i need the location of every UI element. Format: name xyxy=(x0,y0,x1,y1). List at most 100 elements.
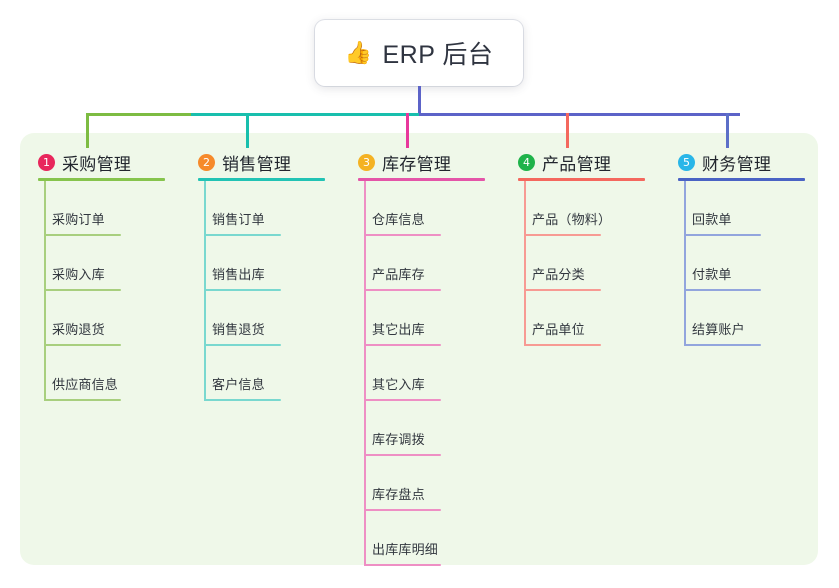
leaf-rule xyxy=(364,234,441,236)
column-badge-procurement: 1 xyxy=(38,153,55,171)
leaf-item[interactable]: 产品分类 xyxy=(500,236,660,291)
leaf-label: 其它出库 xyxy=(372,322,425,337)
column-rule-inventory xyxy=(358,178,485,181)
drop-connector-product xyxy=(566,113,569,148)
column-product: 4 产品管理产品（物料） 产品分类产品单位 xyxy=(500,143,660,346)
root-title: ERP 后台 xyxy=(382,41,494,69)
leaf-rule xyxy=(364,289,441,291)
leaf-item[interactable]: 销售订单 xyxy=(180,181,340,236)
column-spine-product xyxy=(524,181,526,346)
leaf-label: 付款单 xyxy=(692,267,732,282)
leaf-rule xyxy=(364,454,441,456)
leaf-item[interactable]: 仓库信息 xyxy=(340,181,500,236)
leaf-item[interactable]: 结算账户 xyxy=(660,291,820,346)
column-badge-sales: 2 xyxy=(198,153,215,171)
column-header-procurement[interactable]: 1 采购管理 xyxy=(20,143,180,181)
leaf-rule xyxy=(364,399,441,401)
leaf-label: 回款单 xyxy=(692,212,732,227)
leaf-label: 库存调拨 xyxy=(372,432,425,447)
leaf-rule xyxy=(44,234,121,236)
leaf-item[interactable]: 销售退货 xyxy=(180,291,340,346)
leaf-item[interactable]: 付款单 xyxy=(660,236,820,291)
leaf-list-product: 产品（物料） 产品分类产品单位 xyxy=(500,181,660,346)
leaf-item[interactable]: 采购订单 xyxy=(20,181,180,236)
leaf-item[interactable]: 销售出库 xyxy=(180,236,340,291)
leaf-item[interactable]: 产品单位 xyxy=(500,291,660,346)
column-rule-procurement xyxy=(38,178,165,181)
leaf-item[interactable]: 客户信息 xyxy=(180,346,340,401)
leaf-list-finance: 回款单付款单结算账户 xyxy=(660,181,820,346)
column-rule-sales xyxy=(198,178,325,181)
leaf-item[interactable]: 产品（物料） xyxy=(500,181,660,236)
leaf-label: 销售出库 xyxy=(212,267,265,282)
leaf-rule xyxy=(684,234,761,236)
column-procurement: 1 采购管理采购订单采购入库采购退货供应商信息 xyxy=(20,143,180,401)
column-spine-finance xyxy=(684,181,686,346)
leaf-rule xyxy=(364,344,441,346)
leaf-list-inventory: 仓库信息产品库存其它出库其它入库库存调拨库存盘点出库库明细 xyxy=(340,181,500,566)
leaf-rule xyxy=(44,289,121,291)
column-badge-product: 4 xyxy=(518,153,535,171)
leaf-item[interactable]: 采购入库 xyxy=(20,236,180,291)
leaf-rule xyxy=(524,289,601,291)
leaf-item[interactable]: 采购退货 xyxy=(20,291,180,346)
drop-connector-procurement xyxy=(86,113,89,148)
leaf-label: 客户信息 xyxy=(212,377,265,392)
leaf-label: 销售退货 xyxy=(212,322,265,337)
leaf-label: 其它入库 xyxy=(372,377,425,392)
column-badge-finance: 5 xyxy=(678,153,695,171)
leaf-item[interactable]: 产品库存 xyxy=(340,236,500,291)
leaf-list-procurement: 采购订单采购入库采购退货供应商信息 xyxy=(20,181,180,401)
bus-segment-green xyxy=(86,113,191,116)
column-spine-sales xyxy=(204,181,206,401)
leaf-rule xyxy=(684,344,761,346)
leaf-item[interactable]: 库存调拨 xyxy=(340,401,500,456)
leaf-list-sales: 销售订单销售出库销售退货客户信息 xyxy=(180,181,340,401)
column-rule-finance xyxy=(678,178,805,181)
leaf-item[interactable]: 回款单 xyxy=(660,181,820,236)
leaf-label: 产品分类 xyxy=(532,267,585,282)
drop-connector-finance xyxy=(726,113,729,148)
column-title-product: 产品管理 xyxy=(542,154,612,174)
leaf-label: 结算账户 xyxy=(692,322,745,337)
leaf-rule xyxy=(204,289,281,291)
leaf-label: 供应商信息 xyxy=(52,377,119,392)
leaf-rule xyxy=(524,234,601,236)
drop-connector-inventory xyxy=(406,113,409,148)
column-rule-product xyxy=(518,178,645,181)
leaf-item[interactable]: 库存盘点 xyxy=(340,456,500,511)
drop-connector-sales xyxy=(246,113,249,148)
leaf-item[interactable]: 其它出库 xyxy=(340,291,500,346)
leaf-label: 出库库明细 xyxy=(372,542,439,557)
leaf-rule xyxy=(204,234,281,236)
leaf-label: 仓库信息 xyxy=(372,212,425,227)
leaf-rule xyxy=(44,399,121,401)
leaf-item[interactable]: 出库库明细 xyxy=(340,511,500,566)
column-spine-procurement xyxy=(44,181,46,401)
column-header-product[interactable]: 4 产品管理 xyxy=(500,143,660,181)
leaf-label: 库存盘点 xyxy=(372,487,425,502)
bus-segment-indigo xyxy=(419,113,740,116)
column-title-procurement: 采购管理 xyxy=(62,154,132,174)
thumbs-up-icon: 👍 xyxy=(344,40,373,65)
leaf-label: 采购订单 xyxy=(52,212,105,227)
leaf-rule xyxy=(364,564,441,566)
column-spine-inventory xyxy=(364,181,366,566)
leaf-rule xyxy=(524,344,601,346)
leaf-item[interactable]: 供应商信息 xyxy=(20,346,180,401)
root-node-label: 👍 ERP 后台 xyxy=(345,35,494,71)
bus-segment-teal xyxy=(191,113,419,116)
leaf-item[interactable]: 其它入库 xyxy=(340,346,500,401)
root-node[interactable]: 👍 ERP 后台 xyxy=(315,20,523,86)
leaf-rule xyxy=(204,344,281,346)
root-stem-connector xyxy=(418,86,421,116)
leaf-rule xyxy=(364,509,441,511)
